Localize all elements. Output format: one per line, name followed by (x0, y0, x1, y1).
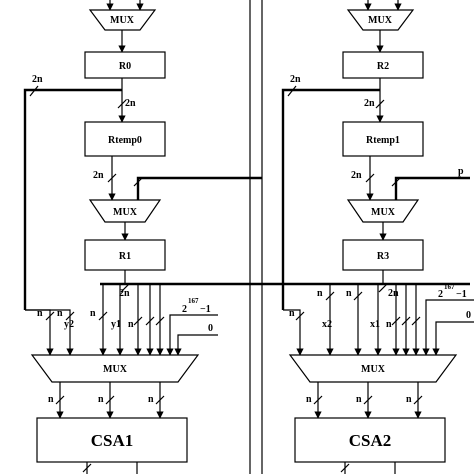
left-mux-top: MUX (88, 9, 157, 31)
svg-text:MUX: MUX (113, 207, 138, 218)
left-width-slash-r1 (120, 283, 130, 293)
left-width-slash-feedback (29, 85, 39, 97)
svg-text:0: 0 (208, 323, 213, 334)
right-csa-output-slash (340, 463, 350, 473)
left-register-rtemp0: Rtemp0 (84, 121, 166, 157)
svg-text:CSA2: CSA2 (349, 431, 392, 450)
right-feedback-bus (281, 88, 380, 310)
right-width-slash-feedback (287, 85, 297, 97)
right-register-r3: R3 (342, 239, 424, 271)
svg-text:2: 2 (182, 304, 187, 315)
left-mux-mid: MUX (88, 199, 162, 223)
svg-text:n: n (48, 394, 54, 405)
left-datapath: MUX R0 2n 2n Rtemp0 2n MUX (23, 0, 470, 474)
svg-text:n: n (317, 288, 323, 299)
right-mux-mid: MUX (346, 199, 420, 223)
svg-text:R0: R0 (119, 61, 131, 72)
right-input-label-x2: x2 (322, 319, 332, 330)
svg-text:−1: −1 (200, 304, 211, 315)
svg-text:167: 167 (188, 297, 199, 305)
left-register-r1: R1 (84, 239, 166, 271)
left-csa-output-slash (82, 463, 92, 473)
svg-text:n: n (57, 308, 63, 319)
svg-text:n: n (346, 288, 352, 299)
left-input-label-y1: y1 (111, 319, 121, 330)
left-crossover-input (136, 176, 262, 200)
svg-text:0: 0 (466, 310, 471, 321)
svg-text:167: 167 (444, 283, 455, 291)
svg-text:2: 2 (438, 289, 443, 300)
left-csa: CSA1 (36, 417, 188, 463)
svg-text:n: n (289, 308, 295, 319)
svg-text:n: n (356, 394, 362, 405)
left-width-slash-rtemp0 (107, 173, 117, 183)
svg-text:n: n (386, 319, 392, 330)
right-width-slash-r2 (375, 99, 385, 109)
svg-text:R2: R2 (377, 61, 389, 72)
svg-text:Rtemp0: Rtemp0 (108, 135, 142, 146)
right-width-label-feedback: 2n (290, 74, 301, 85)
right-input-label-p: p (458, 166, 464, 177)
svg-text:R1: R1 (119, 251, 131, 262)
svg-text:R3: R3 (377, 251, 389, 262)
left-mux-big: MUX (30, 354, 200, 383)
svg-text:MUX: MUX (103, 364, 128, 375)
right-input-label-x1: x1 (370, 319, 380, 330)
left-register-r0: R0 (84, 51, 166, 79)
svg-text:Rtemp1: Rtemp1 (366, 135, 400, 146)
right-csa: CSA2 (294, 417, 446, 463)
svg-text:n: n (90, 308, 96, 319)
svg-text:n: n (98, 394, 104, 405)
right-mux-top: MUX (346, 9, 415, 31)
right-mux-to-csa-wires: n n n (306, 382, 423, 419)
left-feedback-bus (23, 88, 122, 310)
left-mux-to-csa-wires: n n n (48, 382, 165, 419)
right-width-label-r3: 2n (388, 288, 399, 299)
svg-text:n: n (406, 394, 412, 405)
left-width-label-rtemp0: 2n (93, 170, 104, 181)
svg-text:n: n (306, 394, 312, 405)
svg-text:MUX: MUX (110, 15, 135, 26)
svg-text:−1: −1 (456, 289, 467, 300)
left-width-label-r1: 2n (119, 288, 130, 299)
left-width-label-feedback: 2n (32, 74, 43, 85)
svg-text:n: n (148, 394, 154, 405)
svg-text:MUX: MUX (361, 364, 386, 375)
right-width-label-rtemp1: 2n (351, 170, 362, 181)
right-register-r2: R2 (342, 51, 424, 79)
left-width-slash-r0 (117, 99, 127, 109)
right-mux-big-inputs: n n x2 n x1 n 2 167 −1 0 (283, 283, 474, 356)
left-width-slash-crossover (133, 177, 143, 187)
left-width-label-r0: 2n (125, 98, 136, 109)
svg-text:n: n (128, 319, 134, 330)
right-width-slash-r3 (378, 283, 388, 293)
left-input-label-y2: y2 (64, 319, 74, 330)
svg-text:n: n (37, 308, 43, 319)
right-width-label-r2: 2n (364, 98, 375, 109)
svg-text:CSA1: CSA1 (91, 431, 134, 450)
svg-text:MUX: MUX (371, 207, 396, 218)
right-datapath: MUX R2 2n 2n Rtemp1 2n p MUX R3 (281, 0, 474, 474)
right-register-rtemp1: Rtemp1 (342, 121, 424, 157)
right-width-slash-rtemp1 (365, 173, 375, 183)
right-mux-big: MUX (288, 354, 458, 383)
svg-text:MUX: MUX (368, 15, 393, 26)
right-p-input-wire (394, 176, 470, 200)
right-width-slash-p (391, 177, 401, 187)
left-mux-big-inputs: n n y2 n y1 n 2 167 −1 0 (25, 284, 218, 356)
